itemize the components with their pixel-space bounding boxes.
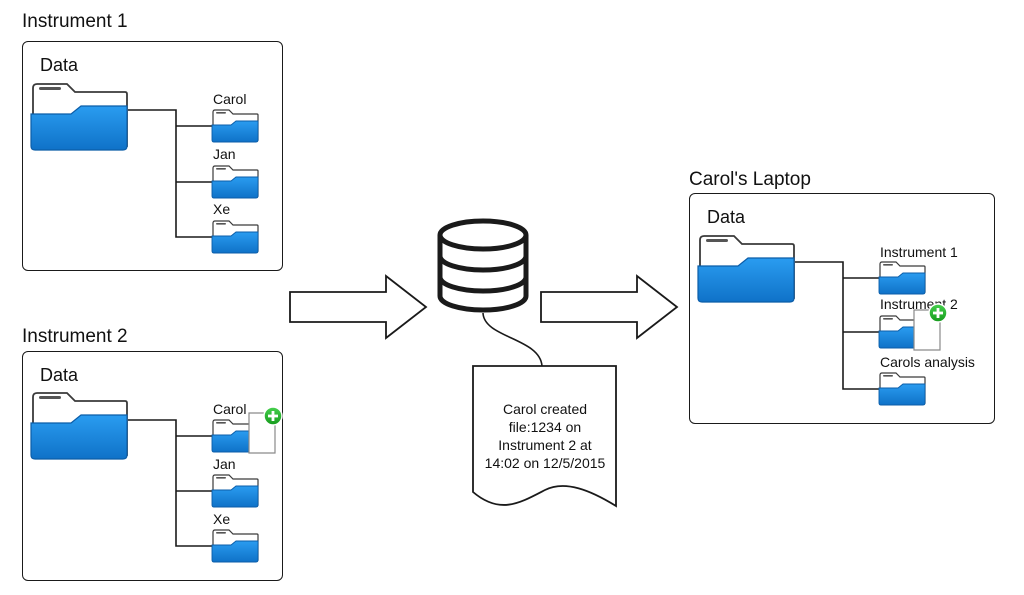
laptop-folder-instrument1-label: Instrument 1 <box>880 244 958 260</box>
instrument2-tree-connector <box>128 419 212 547</box>
log-line-1: Carol created <box>502 401 588 417</box>
laptop-title: Carol's Laptop <box>689 169 811 190</box>
instrument1-title: Instrument 1 <box>22 11 128 32</box>
laptop-data-label: Data <box>707 207 746 227</box>
log-line-2: file:1234 on <box>508 419 582 435</box>
laptop-new-file-add-icon <box>913 303 948 351</box>
log-line-4: 14:02 on 12/5/2015 <box>484 455 606 471</box>
log-document-shape <box>472 365 617 508</box>
instrument1-tree-connector <box>128 109 212 238</box>
right-arrow-icon <box>289 275 427 339</box>
instrument2-data-folder-icon <box>30 392 128 460</box>
laptop-data-folder-icon <box>697 235 795 303</box>
instrument2-xe-folder-icon <box>211 529 259 563</box>
instrument2-title: Instrument 2 <box>22 326 128 347</box>
instrument1-data-folder-icon <box>30 83 128 151</box>
laptop-folder-carols-analysis-label: Carols analysis <box>880 354 975 370</box>
instrument2-jan-folder-icon <box>211 474 259 508</box>
instrument1-folder-jan-label: Jan <box>213 146 236 162</box>
instrument1-data-label: Data <box>40 55 79 75</box>
instrument1-carol-folder-icon <box>211 109 259 143</box>
database-log-connector <box>482 312 543 367</box>
instrument2-data-label: Data <box>40 365 79 385</box>
instrument1-folder-carol-label: Carol <box>213 91 247 107</box>
instrument2-folder-xe-label: Xe <box>213 511 231 527</box>
instrument2-folder-carol-label: Carol <box>213 401 247 417</box>
log-line-3: Instrument 2 at <box>498 437 592 453</box>
instrument1-folder-xe-label: Xe <box>213 201 231 217</box>
laptop-instrument1-folder-icon <box>878 261 926 295</box>
laptop-carols-analysis-folder-icon <box>878 372 926 406</box>
log-entry-text: Carol created file:1234 on Instrument 2 … <box>474 400 616 472</box>
instrument1-xe-folder-icon <box>211 220 259 254</box>
instrument1-jan-folder-icon <box>211 165 259 199</box>
laptop-tree-connector <box>795 261 879 390</box>
instrument2-folder-jan-label: Jan <box>213 456 236 472</box>
right-arrow-icon-2 <box>540 275 678 339</box>
instrument2-new-file-add-icon <box>248 406 283 454</box>
database-icon <box>437 218 529 313</box>
